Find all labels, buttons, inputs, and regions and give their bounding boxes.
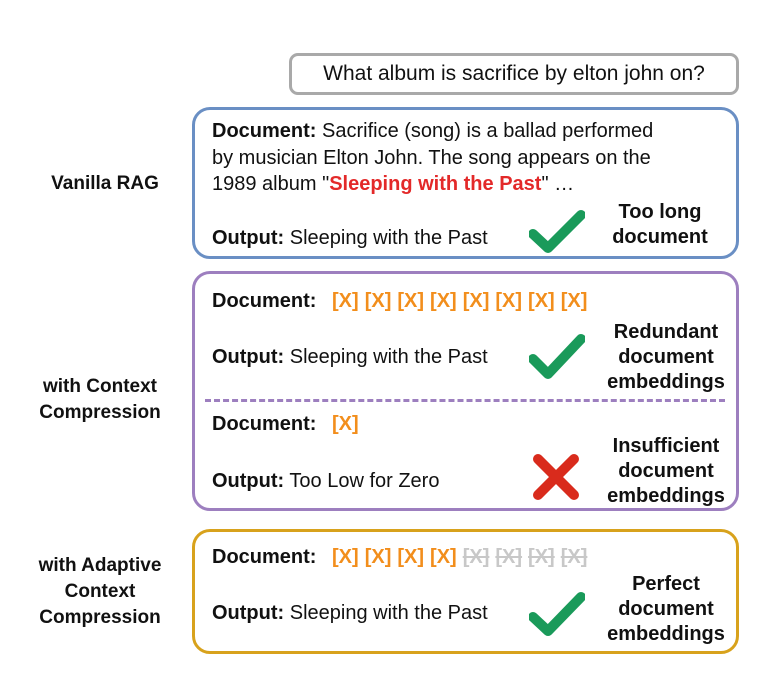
adaptive-output-value: Sleeping with the Past [289, 602, 488, 624]
vanilla-rag-panel [192, 107, 739, 259]
adaptive-compression-label-line2: Context [64, 581, 136, 602]
adaptive-note-line1: Perfect [632, 573, 700, 595]
context-compression-label-line1: with Context [43, 376, 157, 397]
dropped-token: [X] [560, 546, 588, 568]
compression-bottom-doc-label: Document: [212, 413, 317, 435]
token: [X] [332, 413, 359, 435]
vanilla-note-line1: Too long [618, 201, 702, 223]
context-compression-label: with Context Compression [15, 374, 185, 426]
vanilla-output: Output: Sleeping with the Past [212, 226, 488, 250]
compression-top-note-line1: Redundant [613, 321, 719, 343]
dropped-token: [X] [528, 546, 555, 568]
vanilla-output-label: Output: [212, 227, 285, 249]
token: [X] [430, 546, 457, 568]
dropped-token: [X] [462, 546, 490, 568]
adaptive-doc: Document: [X][X][X][X][X][X][X][X] [212, 545, 593, 569]
compression-top-note: Redundant document embeddings [595, 320, 737, 395]
answer-highlight: Sleeping with the Past [329, 173, 542, 195]
compression-top-note-line2: document [618, 346, 714, 368]
adaptive-note-line3: embeddings [607, 623, 725, 645]
vanilla-note-line2: document [612, 226, 708, 248]
adaptive-compression-panel [192, 529, 739, 654]
compression-bottom-note-line1: Insufficient [612, 435, 720, 457]
cross-icon [533, 454, 579, 500]
adaptive-doc-label: Document: [212, 546, 317, 568]
vanilla-doc-text1: Sacrifice (song) is a ballad performed [322, 120, 654, 142]
compression-bottom-note: Insufficient document embeddings [595, 434, 737, 509]
vanilla-note: Too long document [595, 200, 725, 250]
dropped-token: [X] [495, 546, 523, 568]
token: [X] [332, 546, 359, 568]
compression-bottom-output-label: Output: [212, 470, 285, 492]
compression-top-output: Output: Sleeping with the Past [212, 345, 488, 369]
compression-top-output-label: Output: [212, 346, 285, 368]
token: [X] [397, 290, 425, 312]
vanilla-doc-label: Document: [212, 120, 317, 142]
check-icon [529, 334, 585, 379]
check-icon [529, 592, 585, 636]
compression-top-doc-label: Document: [212, 290, 317, 312]
vanilla-doc-text2: by musician Elton John. The song appears… [212, 147, 651, 169]
vanilla-output-value: Sleeping with the Past [289, 227, 488, 249]
dashed-divider [205, 399, 725, 402]
compression-top-doc: Document: [X][X][X][X][X][X][X][X] [212, 289, 593, 313]
token: [X] [397, 546, 425, 568]
token: [X] [560, 290, 588, 312]
compression-bottom-output-value: Too Low for Zero [289, 470, 440, 492]
token: [X] [364, 546, 392, 568]
compression-bottom-doc: Document: [X] [212, 412, 365, 436]
compression-bottom-output: Output: Too Low for Zero [212, 469, 439, 493]
adaptive-note: Perfect document embeddings [595, 572, 737, 647]
compression-top-output-value: Sleeping with the Past [289, 346, 488, 368]
token: [X] [462, 290, 490, 312]
adaptive-compression-label-line3: Compression [39, 607, 161, 628]
token: [X] [430, 290, 457, 312]
token: [X] [528, 290, 555, 312]
adaptive-output: Output: Sleeping with the Past [212, 601, 488, 625]
adaptive-output-label: Output: [212, 602, 285, 624]
token: [X] [495, 290, 523, 312]
adaptive-compression-label: with Adaptive Context Compression [15, 553, 185, 631]
context-compression-panel [192, 271, 739, 511]
vanilla-doc-text3-pre: 1989 album " [212, 173, 330, 195]
question-text: What album is sacrifice by elton john on… [323, 62, 705, 85]
compression-bottom-note-line2: document [618, 460, 714, 482]
vanilla-doc-line1: Document: Sacrifice (song) is a ballad p… [212, 119, 653, 143]
token: [X] [332, 290, 359, 312]
adaptive-note-line2: document [618, 598, 714, 620]
vanilla-rag-label: Vanilla RAG [25, 171, 185, 197]
vanilla-doc-line2: by musician Elton John. The song appears… [212, 146, 651, 170]
vanilla-rag-label-text: Vanilla RAG [51, 173, 159, 194]
context-compression-label-line2: Compression [39, 402, 161, 423]
adaptive-compression-label-line1: with Adaptive [38, 555, 162, 576]
vanilla-doc-line3: 1989 album "Sleeping with the Past" … [212, 172, 574, 196]
compression-bottom-note-line3: embeddings [607, 485, 725, 507]
vanilla-doc-text3-post: " … [541, 173, 575, 195]
compression-top-note-line3: embeddings [607, 371, 725, 393]
question-box: What album is sacrifice by elton john on… [289, 53, 739, 95]
check-icon [529, 210, 585, 253]
token: [X] [364, 290, 392, 312]
